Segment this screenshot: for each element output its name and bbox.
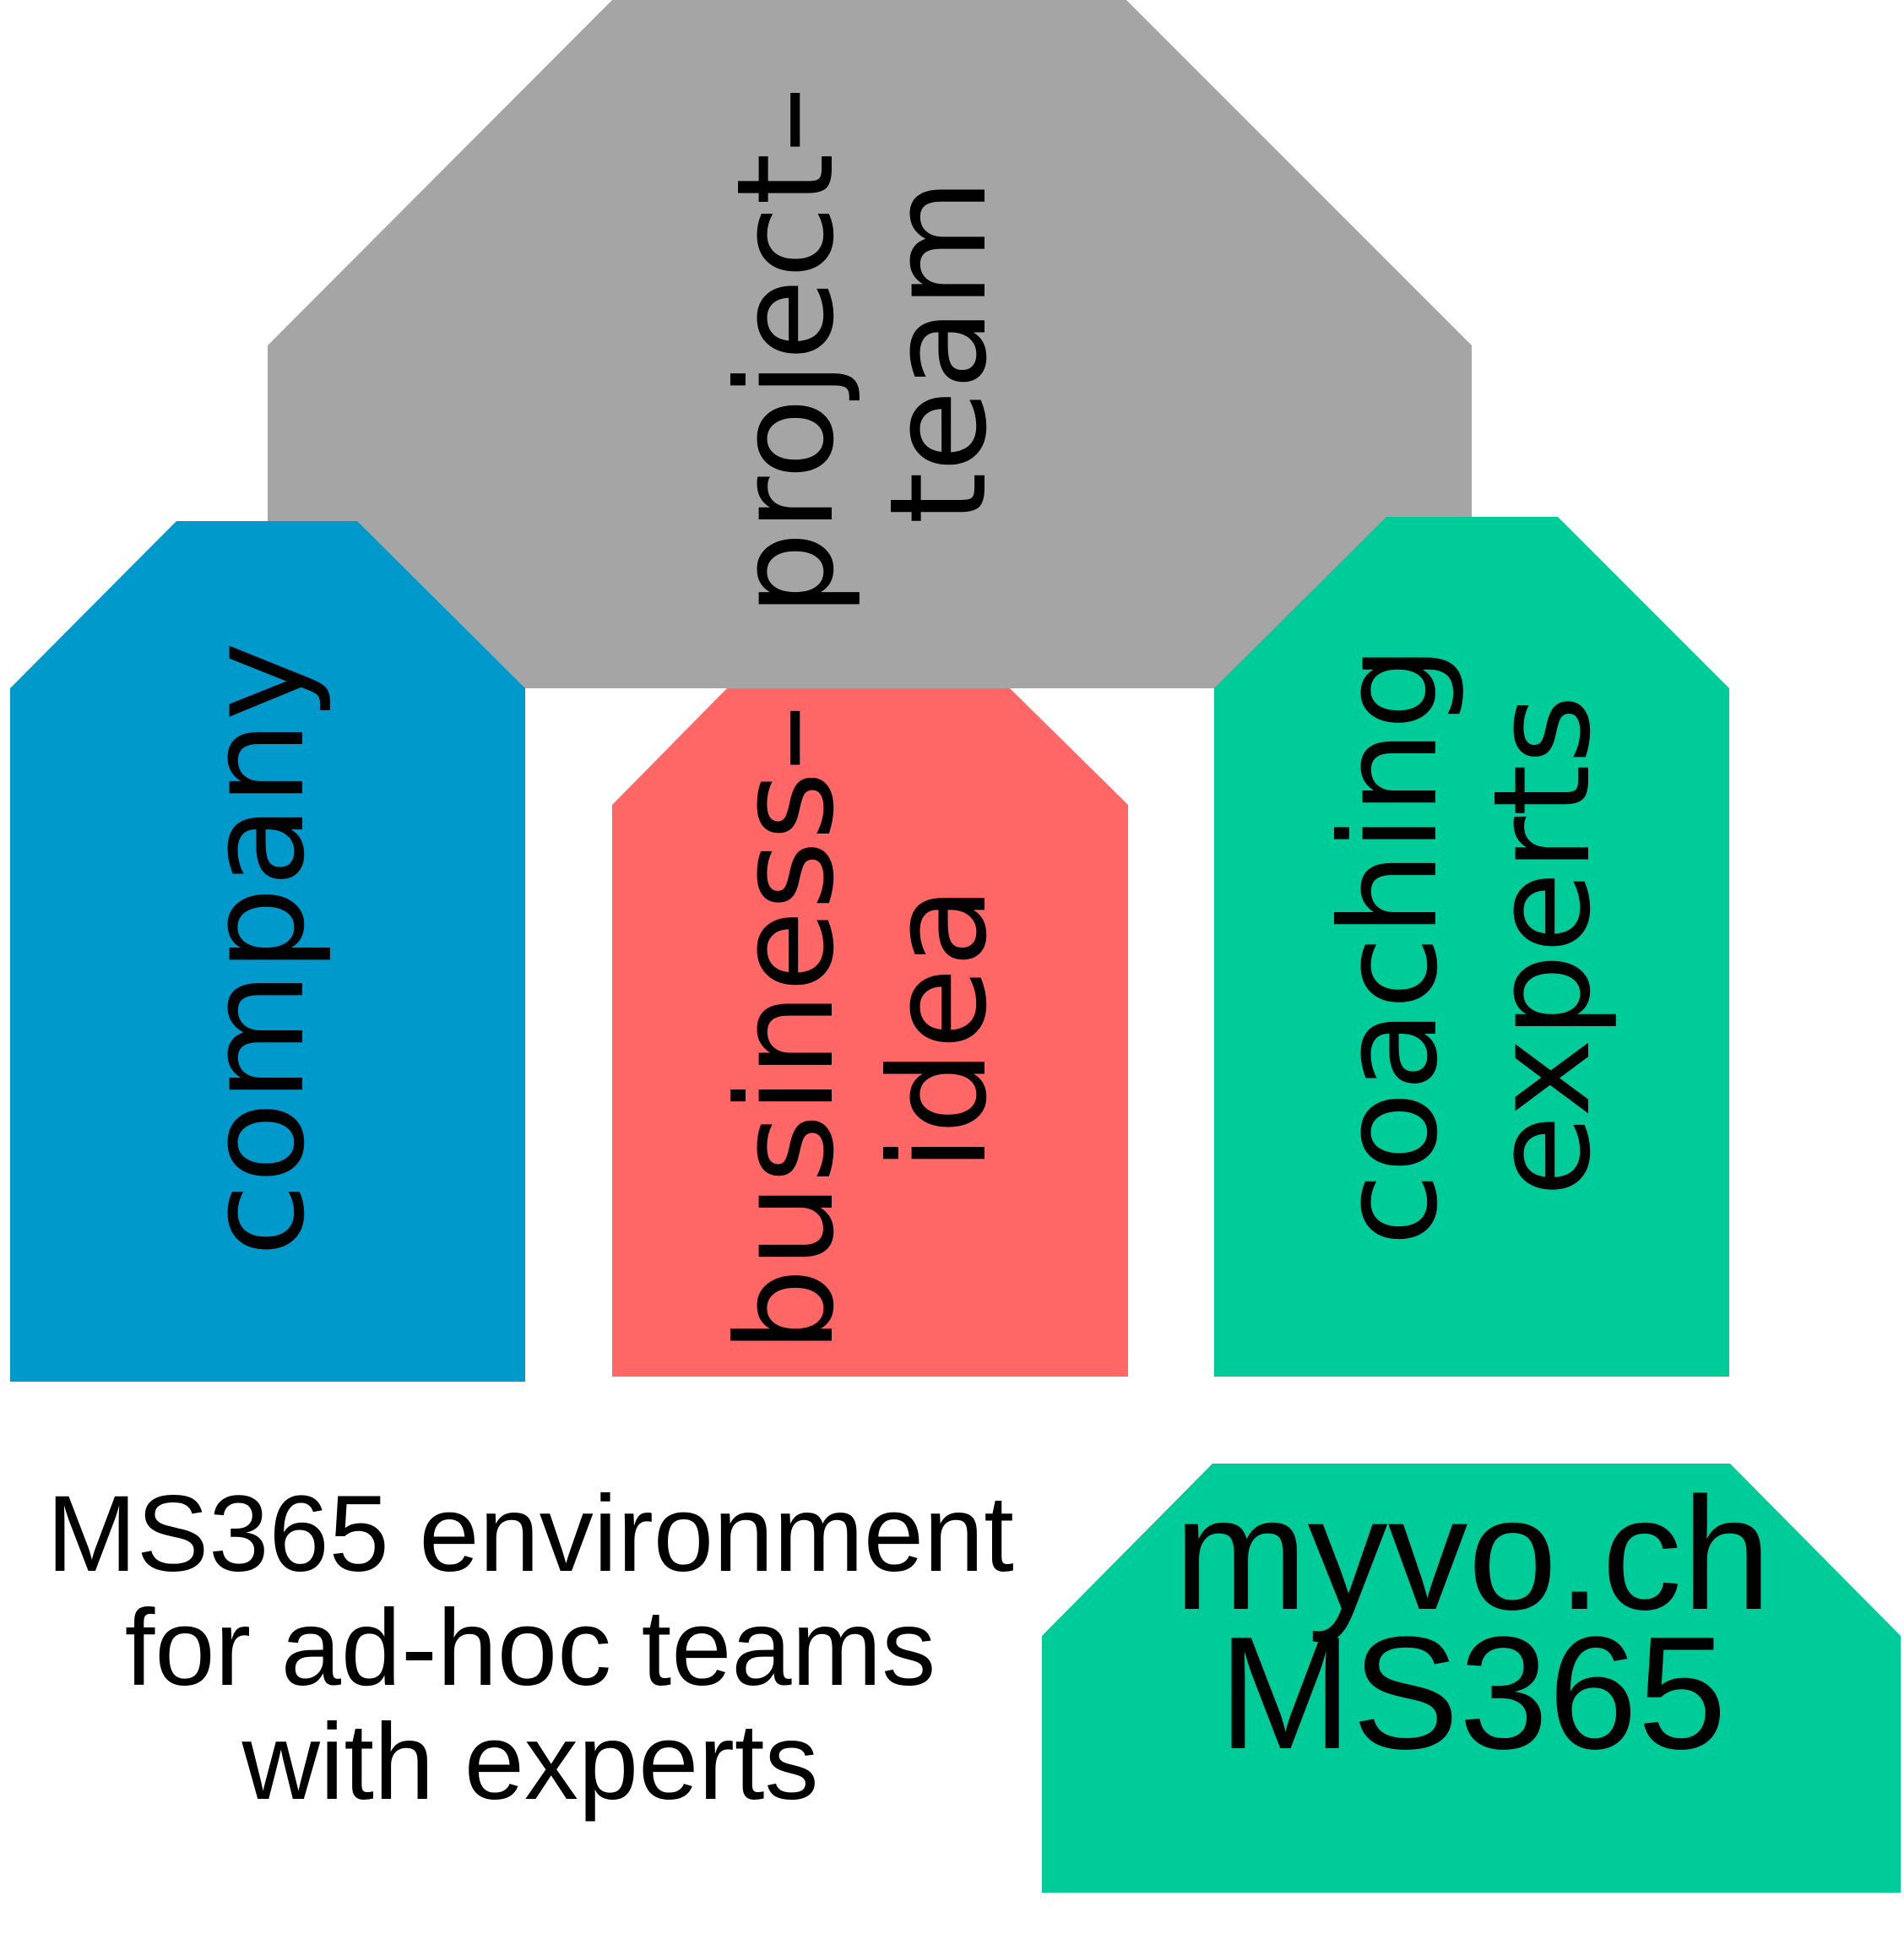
- block-company-shape: [10, 521, 525, 1382]
- block-coaching-experts-line-1: coaching: [1312, 645, 1467, 1247]
- caption-line-3: with experts: [241, 1702, 819, 1823]
- block-myvo-ms365: myvo.ch MS365: [1042, 1464, 1901, 1893]
- block-project-team-shape: [268, 0, 1472, 688]
- block-myvo-ms365-line-2: MS365: [1218, 1604, 1727, 1783]
- block-business-idea: business– idea: [612, 688, 1128, 1377]
- block-business-idea-shape: [612, 688, 1128, 1377]
- block-coaching-experts: coaching experts: [1214, 517, 1729, 1377]
- block-company-line-1: company: [179, 642, 334, 1257]
- caption-line-2: for ad-hoc teams: [125, 1588, 936, 1709]
- caption: MS365 environment for ad-hoc teams with …: [46, 1474, 1014, 1823]
- caption-line-1: MS365 environment: [46, 1474, 1014, 1594]
- block-coaching-experts-shape: [1214, 517, 1729, 1377]
- block-myvo-ms365-line-1: myvo.ch: [1174, 1464, 1771, 1643]
- block-project-team-line-1: project–: [708, 86, 864, 616]
- block-coaching-experts-line-2: experts: [1465, 695, 1620, 1198]
- block-project-team-line-2: team: [861, 178, 1017, 524]
- block-business-idea-line-2: idea: [861, 886, 1017, 1171]
- block-business-idea-line-1: business–: [708, 704, 864, 1353]
- block-project-team: project– team: [268, 0, 1472, 688]
- block-company: company: [10, 521, 525, 1382]
- block-myvo-ms365-shape: [1042, 1464, 1901, 1893]
